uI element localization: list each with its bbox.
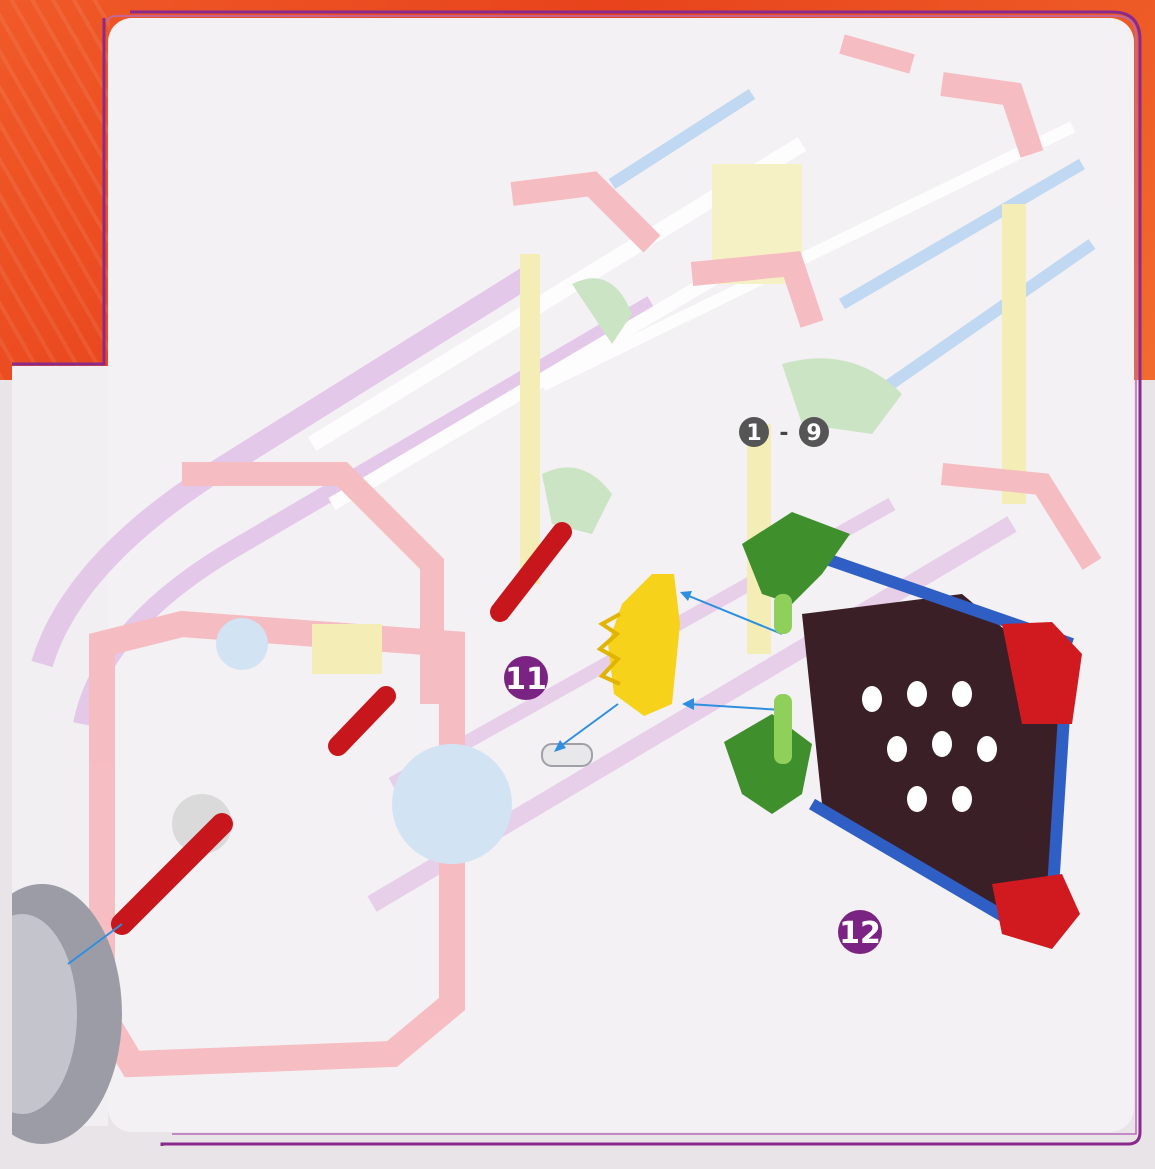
green-peg-top — [774, 594, 792, 634]
step-11-text: 11 — [505, 662, 547, 697]
step-range-badge: 1 - 9 — [739, 417, 829, 447]
ghost-rod-yellow-1 — [520, 254, 540, 584]
ghost-blue-gear — [392, 744, 512, 864]
ghost-blue-gear-small — [216, 618, 268, 670]
range-separator-text: - — [779, 421, 788, 446]
green-peg-bottom — [774, 694, 792, 764]
instruction-illustration: 1 - 9 11 12 — [12, 4, 1148, 1146]
step-12-text: 12 — [839, 916, 881, 951]
range-start-text: 1 — [746, 421, 761, 446]
gray-axle — [542, 744, 592, 766]
panel-frame-notch — [12, 18, 104, 364]
ghost-yellow-part — [312, 624, 382, 674]
instruction-panel: 1 - 9 11 12 — [12, 4, 1148, 1146]
ghost-rod-yellow-2 — [1002, 204, 1026, 504]
step-11-badge: 11 — [504, 656, 548, 700]
step-12-badge: 12 — [838, 910, 882, 954]
range-end-text: 9 — [806, 421, 821, 446]
